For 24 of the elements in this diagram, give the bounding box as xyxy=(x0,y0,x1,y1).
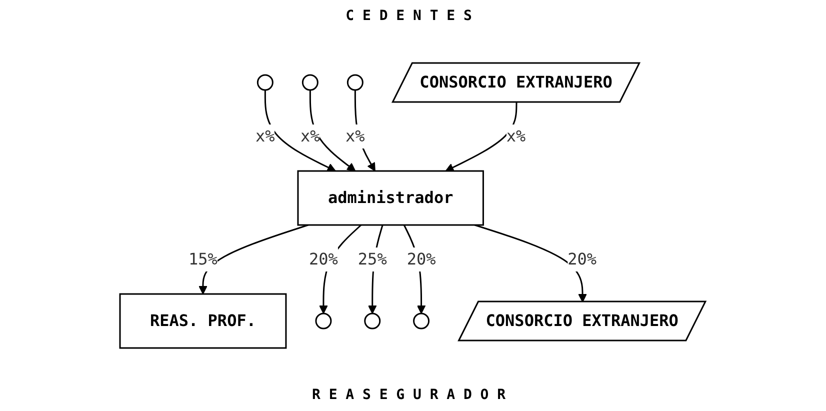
node-circle xyxy=(413,312,430,330)
edge-label: x% xyxy=(256,126,276,146)
diagram-title: CEDENTES xyxy=(346,8,480,24)
edge-label: 25% xyxy=(358,250,388,268)
node-circle xyxy=(257,74,274,91)
node-circle xyxy=(364,312,381,330)
arrow xyxy=(198,224,309,294)
edge-label: 20% xyxy=(568,250,597,268)
edge-label: x% xyxy=(346,126,366,146)
node-box: REAS. PROF. xyxy=(120,293,287,349)
edge-label: 15% xyxy=(188,250,218,268)
edge-label: 20% xyxy=(407,250,436,268)
diagram-caption: REASEGURADOR xyxy=(312,387,514,403)
arrow xyxy=(310,90,356,172)
arrow xyxy=(474,224,588,302)
edge-label: 20% xyxy=(309,250,338,268)
node-circle xyxy=(316,312,332,330)
arrow xyxy=(264,90,336,172)
node-box: administrador xyxy=(298,170,484,226)
edge-label: x% xyxy=(300,126,320,146)
arrow xyxy=(446,102,518,172)
edge-label: x% xyxy=(506,126,526,146)
node-circle xyxy=(302,74,319,91)
node-circle xyxy=(347,74,364,91)
